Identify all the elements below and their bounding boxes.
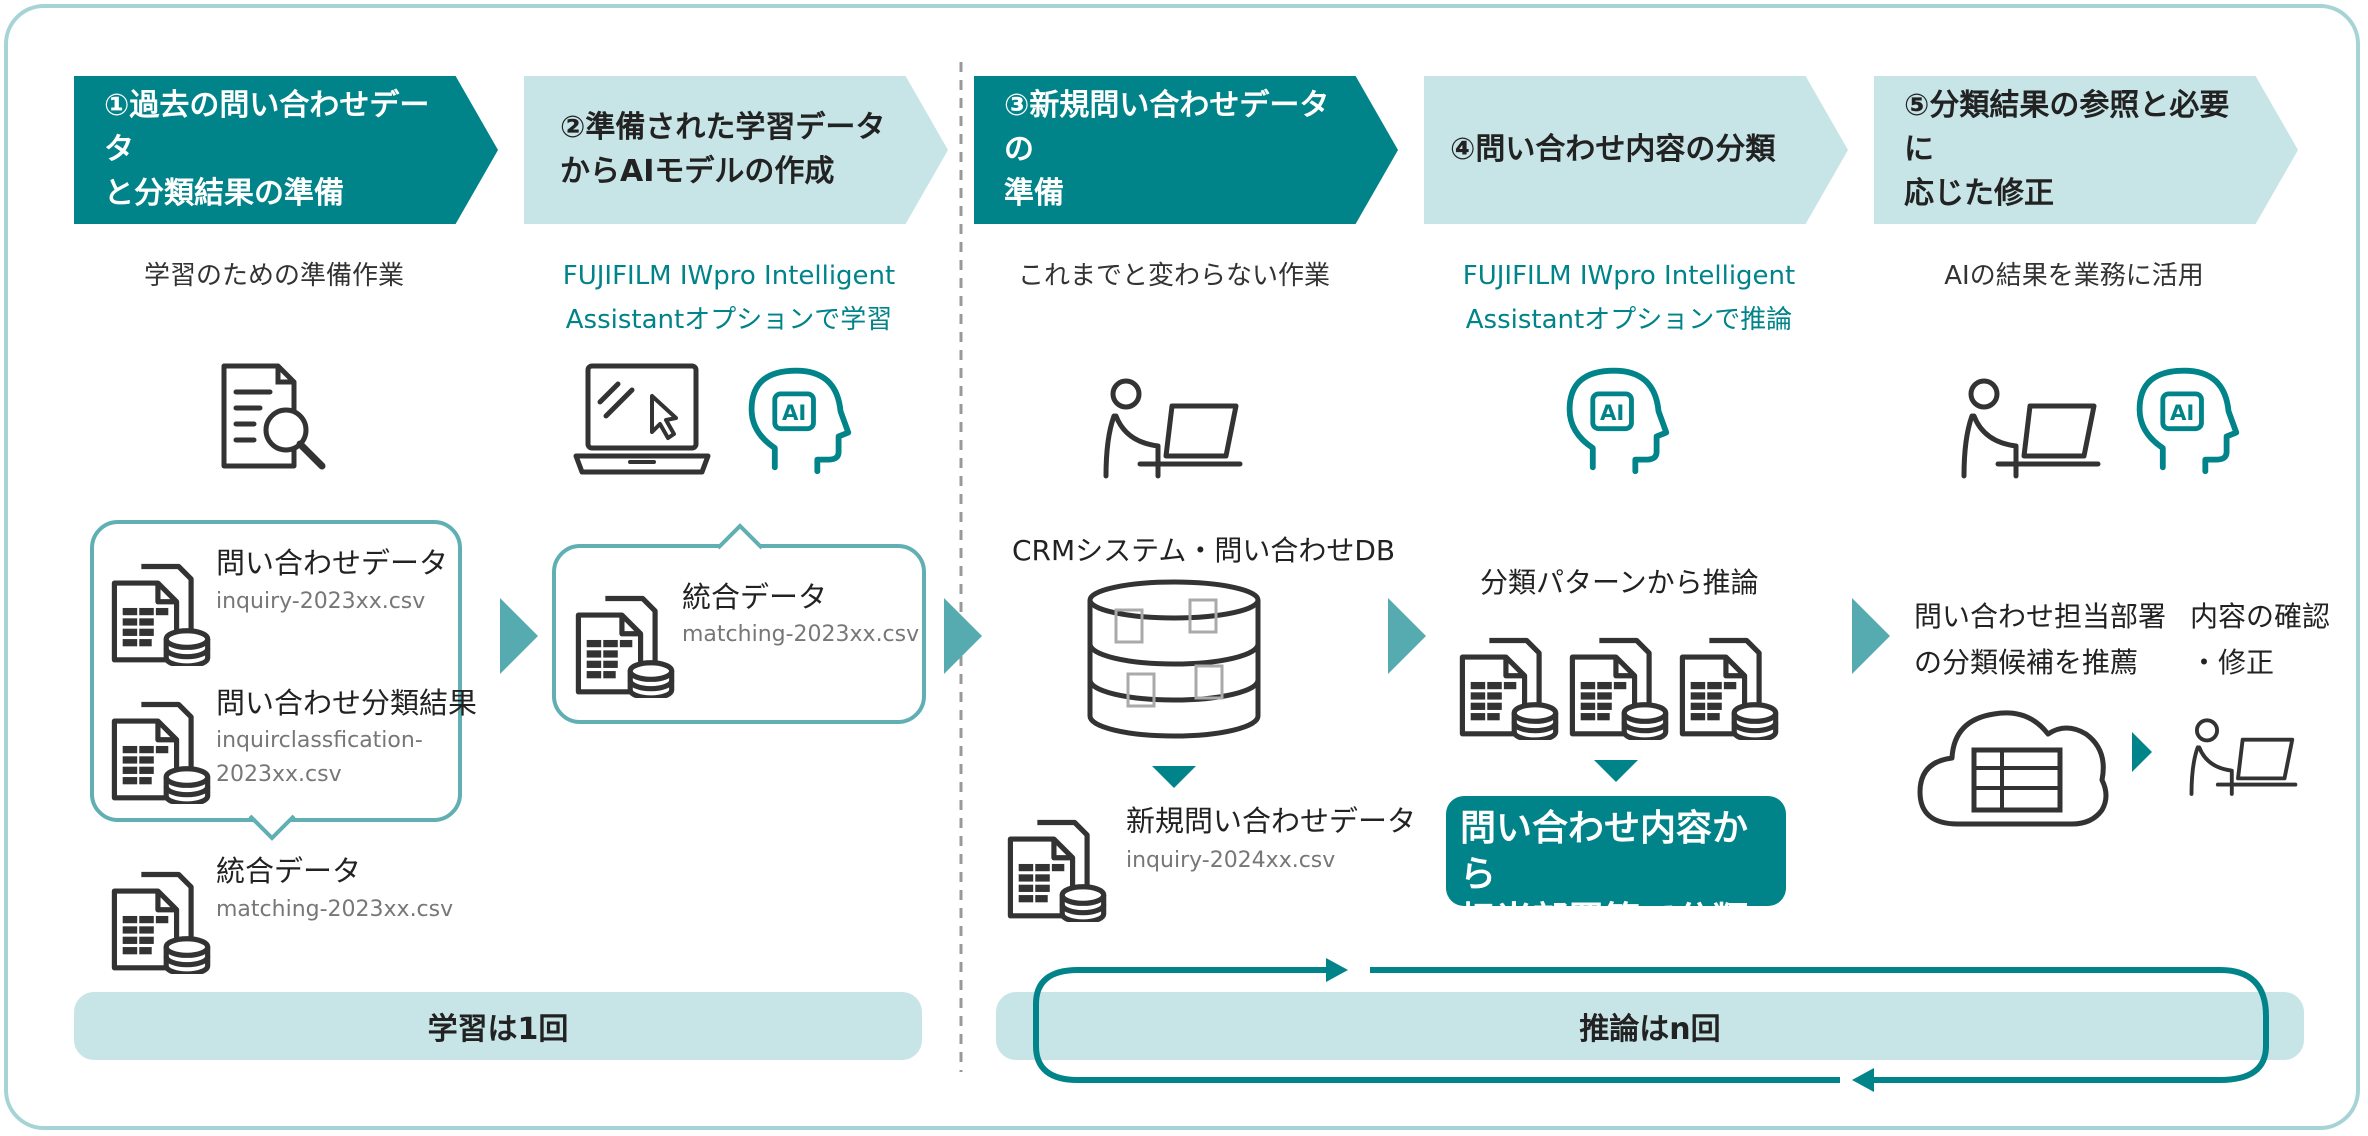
reviewer-person-icon <box>2176 716 2300 802</box>
classification-result-title: 問い合わせ分類結果 <box>216 686 478 720</box>
crm-db-label: CRMシステム・問い合わせDB <box>1012 534 1396 567</box>
inquiry-data-file-icon <box>108 552 212 666</box>
ai-head-icon-result <box>2128 356 2244 482</box>
flow-arrow-1 <box>500 598 538 674</box>
down-arrow-inference <box>1594 760 1638 782</box>
new-inquiry-file-icon <box>1004 808 1108 922</box>
cloud-table-icon <box>1917 710 2109 827</box>
step-5-chevron: ⑤分類結果の参照と必要に 応じた修正 <box>1874 76 2298 224</box>
department-recommend-label: 問い合わせ担当部署 の分類候補を推薦 <box>1914 600 2167 679</box>
inference-loop-icon <box>1033 958 2269 1092</box>
step-3-subtitle: これまでと変わらない作業 <box>1017 261 1330 291</box>
new-inquiry-title: 新規問い合わせデータ <box>1126 804 1417 838</box>
step-2-chevron: ②準備された学習データ からAIモデルの作成 <box>524 76 948 224</box>
flow-arrow-3 <box>1388 598 1426 674</box>
diagram-frame <box>4 4 2360 1130</box>
inquiry-data-filename: inquiry-2023xx.csv <box>216 589 426 614</box>
classification-result-file-icon <box>108 690 212 804</box>
merged-data-file-icon <box>108 860 212 974</box>
training-data-title: 統合データ <box>682 580 828 614</box>
database-icon <box>1087 579 1261 739</box>
bubble-pointer-up <box>716 523 764 550</box>
step-4-chevron: ④問い合わせ内容の分類 <box>1424 76 1848 224</box>
inference-file-icon-2 <box>1566 626 1670 740</box>
new-inquiry-filename: inquiry-2024xx.csv <box>1126 848 1336 873</box>
learning-once-bar: 学習は1回 <box>74 992 922 1060</box>
document-search-icon <box>221 363 326 470</box>
classification-result-filename: inquirclassfication- 2023xx.csv <box>216 728 423 787</box>
laptop-icon <box>573 363 711 475</box>
step-2-subtitle: FUJIFILM IWpro Intelligent Assistantオプショ… <box>562 261 896 335</box>
step-5-subtitle: AIの結果を業務に活用 <box>1944 261 2204 291</box>
flow-arrow-2 <box>944 598 982 674</box>
phase-separator <box>959 62 963 1072</box>
step-4-subtitle: FUJIFILM IWpro Intelligent Assistantオプショ… <box>1462 261 1796 335</box>
ai-head-icon-inference <box>1558 356 1674 482</box>
inquiry-data-title: 問い合わせデータ <box>216 546 449 580</box>
step-3-chevron: ③新規問い合わせデータの 準備 <box>974 76 1398 224</box>
bubble-pointer-down <box>248 814 296 841</box>
inference-file-icon-1 <box>1456 626 1560 740</box>
classification-result-box: 問い合わせ内容から 担当部署等で分類 <box>1446 796 1786 941</box>
training-data-file-icon <box>572 584 676 698</box>
step-1-subtitle: 学習のための準備作業 <box>143 261 404 291</box>
operator-person-icon-2 <box>1944 376 2104 486</box>
inference-file-icon-3 <box>1676 626 1780 740</box>
ai-head-icon <box>740 356 856 482</box>
step-1-chevron: ①過去の問い合わせデータ と分類結果の準備 <box>74 76 498 224</box>
confirm-fix-label: 内容の確認 ・修正 <box>2190 600 2331 679</box>
confirm-arrow <box>2132 732 2152 772</box>
pattern-inference-label: 分類パターンから推論 <box>1480 566 1759 599</box>
merged-data-filename: matching-2023xx.csv <box>216 897 454 922</box>
training-data-filename: matching-2023xx.csv <box>682 622 920 647</box>
operator-person-icon <box>1086 376 1246 486</box>
inference-n-bar: 推論はn回 <box>996 992 2304 1060</box>
merged-data-title: 統合データ <box>216 854 362 888</box>
down-arrow-db <box>1152 766 1196 788</box>
flow-arrow-4 <box>1852 598 1890 674</box>
